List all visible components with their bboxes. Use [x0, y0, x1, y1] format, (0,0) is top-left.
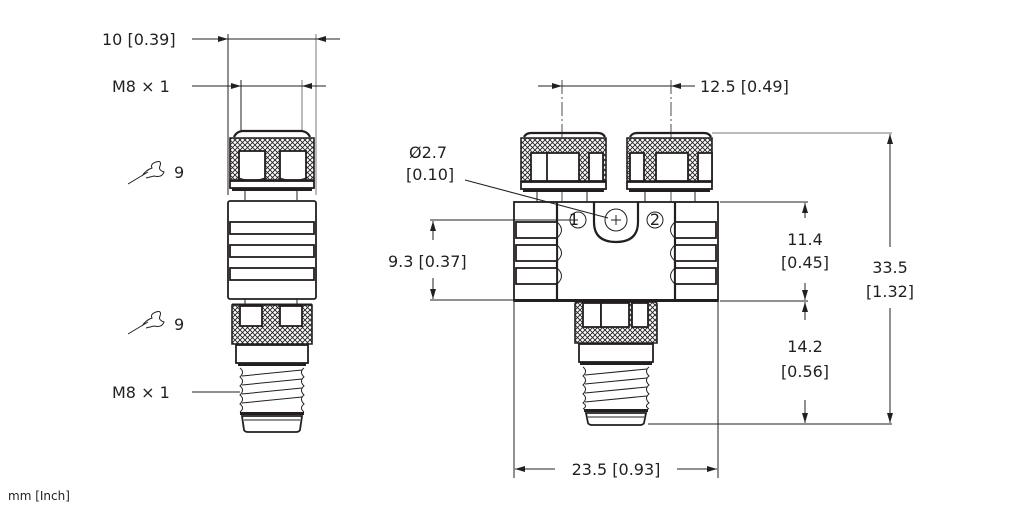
port-2-label: 2: [650, 210, 660, 229]
top-thread-label: M8 × 1: [112, 77, 170, 96]
port-1-label: 1: [569, 210, 579, 229]
hole-diameter-in: [0.10]: [406, 165, 454, 184]
top-wrench-size: 9: [174, 163, 184, 182]
wrench-icon: [127, 161, 165, 185]
port-spacing-label: 12.5 [0.49]: [700, 77, 789, 96]
stem-height-in: [0.56]: [781, 362, 829, 381]
stem-height-mm: 14.2: [787, 337, 823, 356]
overall-width-label: 23.5 [0.93]: [572, 460, 661, 479]
body-height-in: [0.45]: [781, 253, 829, 272]
hole-offset-label: 9.3 [0.37]: [388, 252, 467, 271]
overall-height-mm: 33.5: [872, 258, 908, 277]
width-label: 10 [0.39]: [102, 30, 176, 49]
units-note: mm [Inch]: [8, 489, 70, 503]
left-connector-view: [192, 34, 340, 433]
right-connector-view: [430, 80, 893, 478]
overall-height-in: [1.32]: [866, 282, 914, 301]
hole-diameter-mm: Ø2.7: [409, 143, 447, 162]
wrench-icon: [127, 311, 165, 335]
bottom-thread-label: M8 × 1: [112, 383, 170, 402]
bottom-wrench-size: 9: [174, 315, 184, 334]
body-height-mm: 11.4: [787, 230, 823, 249]
